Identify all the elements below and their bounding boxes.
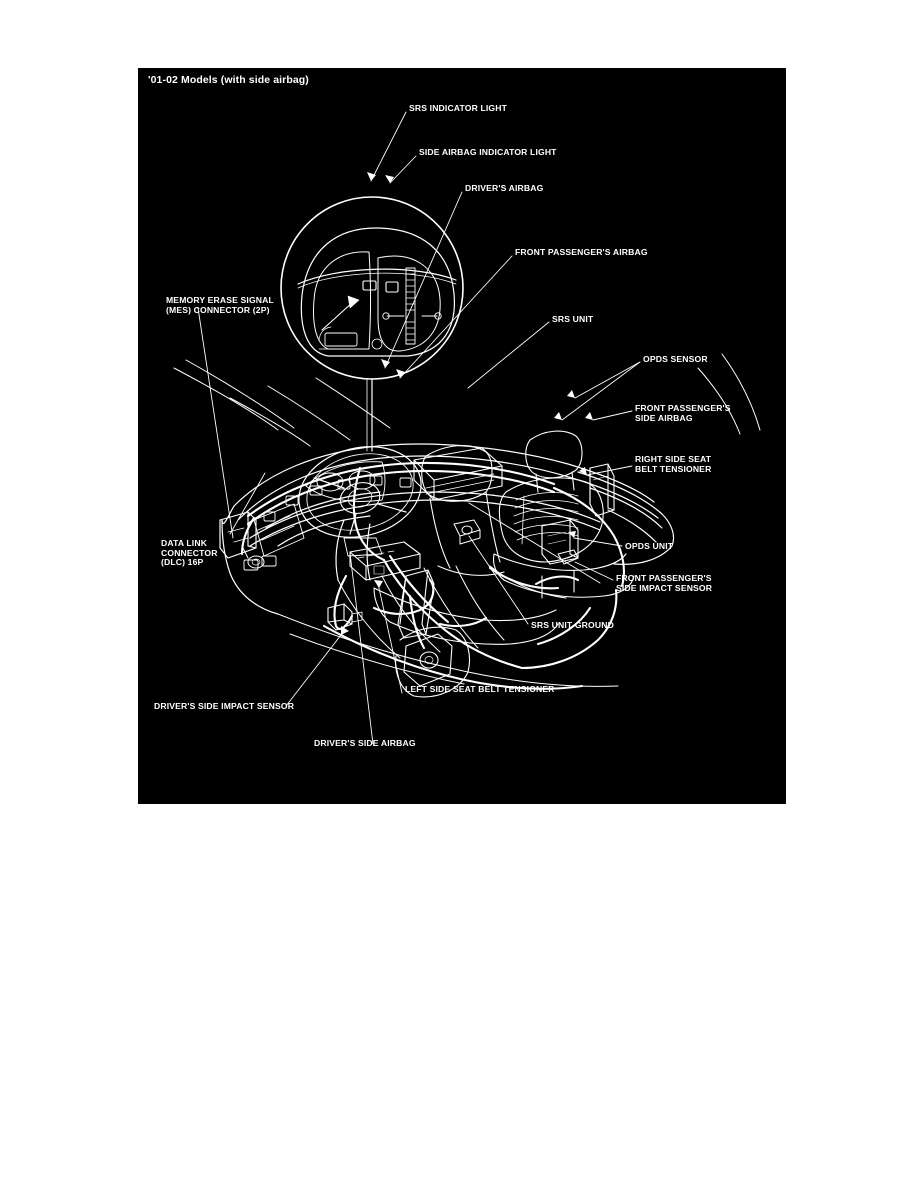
figure-title: '01-02 Models (with side airbag): [148, 74, 309, 86]
opds-sensor-mat: [513, 492, 579, 545]
callout-front-passengers-side-impact-sensor: FRONT PASSENGER'S SIDE IMPACT SENSOR: [616, 573, 713, 593]
drivers-side-impact-sensor-part: [327, 603, 363, 631]
callout-right-side-seat-belt-tensioner: RIGHT SIDE SEAT BELT TENSIONER: [635, 454, 712, 474]
callout-srs-unit: SRS UNIT: [552, 314, 594, 324]
front-passenger-side-impact-sensor: [557, 549, 579, 565]
front-passenger-seat: [489, 430, 635, 599]
srs-indicator-lamp: [362, 280, 377, 291]
srs-unit-ground-point: [453, 519, 481, 545]
side-airbag-indicator-lamp: [385, 281, 399, 293]
leader-lines: [197, 111, 641, 745]
callout-data-link-connector: DATA LINK CONNECTOR (DLC) 16P: [161, 538, 218, 568]
callout-opds-sensor: OPDS SENSOR: [643, 354, 708, 364]
callout-srs-indicator-light: SRS INDICATOR LIGHT: [409, 103, 508, 113]
callout-front-passengers-airbag: FRONT PASSENGER'S AIRBAG: [515, 247, 648, 257]
callout-drivers-airbag: DRIVER'S AIRBAG: [465, 183, 544, 193]
callout-opds-unit: OPDS UNIT: [625, 541, 674, 551]
callout-side-airbag-indicator-light: SIDE AIRBAG INDICATOR LIGHT: [419, 147, 557, 157]
callout-left-side-seat-belt-tensioner: LEFT SIDE SEAT BELT TENSIONER: [405, 684, 555, 694]
mes-connector: [219, 511, 257, 559]
leader-arrowheads: [341, 172, 593, 635]
srs-component-location-figure: '01-02 Models (with side airbag): [138, 68, 786, 804]
callout-front-passengers-side-airbag: FRONT PASSENGER'S SIDE AIRBAG: [635, 403, 731, 423]
harness-clips: [263, 475, 412, 522]
dlc-connector: [241, 545, 265, 569]
callout-memory-erase-signal-connector: MEMORY ERASE SIGNAL (MES) CONNECTOR (2P): [166, 295, 274, 315]
callout-drivers-side-impact-sensor: DRIVER'S SIDE IMPACT SENSOR: [154, 701, 295, 711]
body-structure: [173, 353, 761, 447]
opds-unit-box: [541, 519, 579, 565]
right-side-seat-belt-tensioner: [589, 463, 615, 517]
dashboard: [221, 443, 675, 615]
drivers-side-airbag-module: [397, 569, 435, 639]
center-stack: [233, 503, 305, 571]
callout-drivers-side-airbag: DRIVER'S SIDE AIRBAG: [314, 738, 416, 748]
srs-line-art: [173, 111, 761, 745]
steering-wheel: [298, 446, 422, 581]
srs-wiring-harness: [240, 461, 625, 690]
instrument-cluster-inset: [280, 196, 464, 452]
callout-srs-unit-ground: SRS UNIT GROUND: [531, 620, 614, 630]
